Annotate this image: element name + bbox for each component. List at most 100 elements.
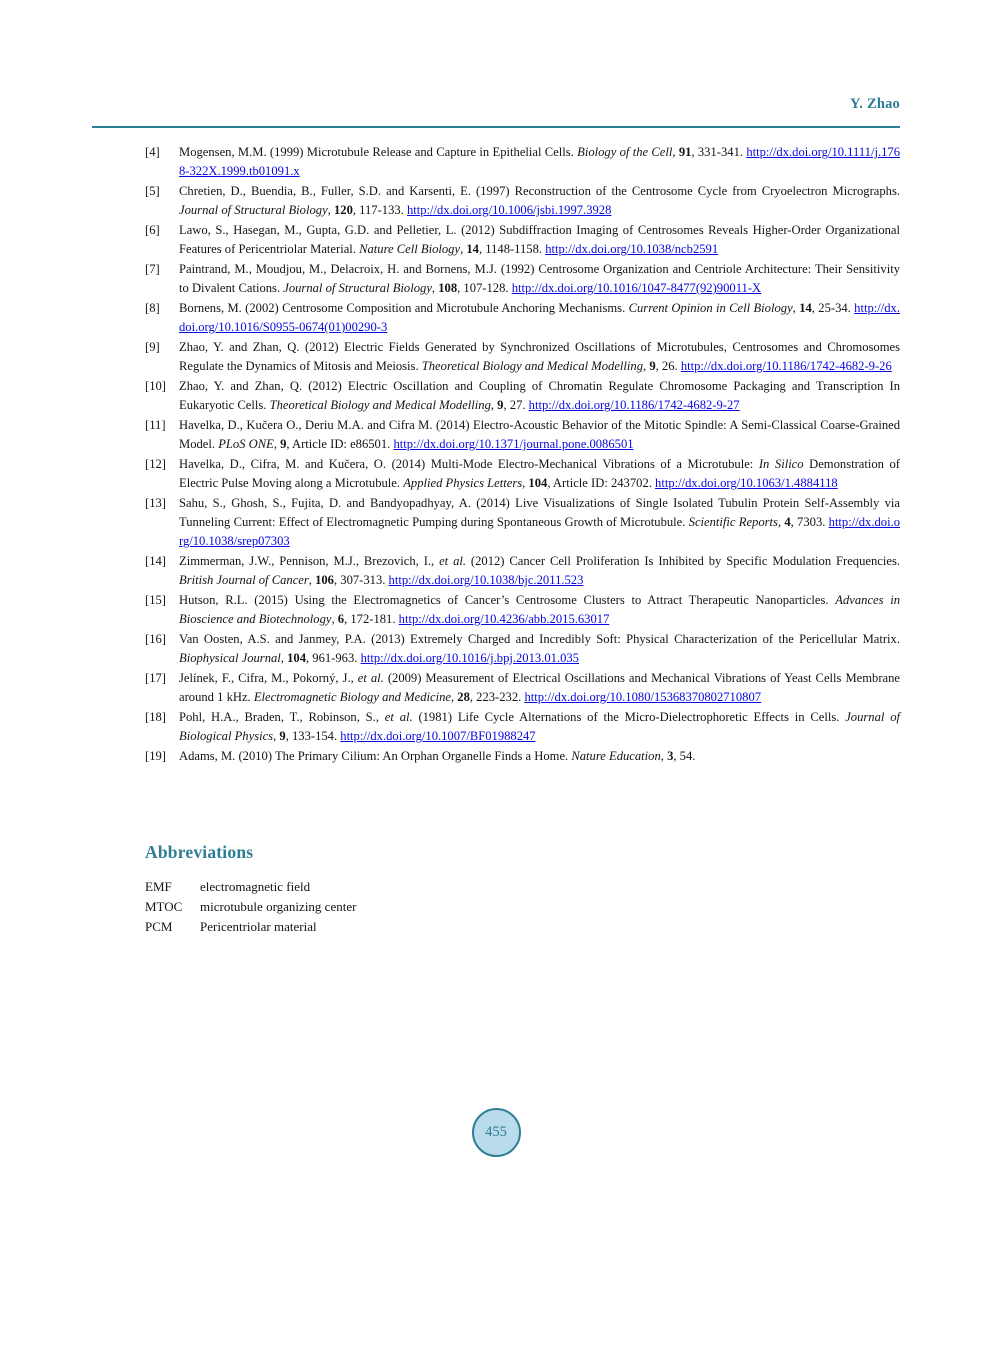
reference-item: [18]Pohl, H.A., Braden, T., Robinson, S.… [145, 708, 900, 746]
citation-text: , [792, 301, 800, 315]
volume-number: 106 [315, 573, 334, 587]
reference-item: [15] Hutson, R.L. (2015) Using the Electr… [145, 591, 900, 629]
citation-text: , [280, 651, 288, 665]
citation-text: , [327, 203, 334, 217]
reference-text: Havelka, D., Cifra, M. and Kučera, O. (2… [179, 455, 900, 493]
volume-number: 6 [337, 612, 345, 626]
citation-text: , 27. [503, 398, 529, 412]
volume-number: 4 [784, 515, 791, 529]
doi-link[interactable]: http://dx.doi.org/10.1016/j.bpj.2013.01.… [360, 651, 579, 665]
journal-name: Nature Cell Biology [359, 242, 461, 256]
doi-link[interactable]: http://dx.doi.org/10.4236/abb.2015.63017 [398, 612, 610, 626]
citation-text: , [273, 729, 280, 743]
doi-link[interactable]: http://dx.doi.org/10.1371/journal.pone.0… [393, 437, 634, 451]
citation-text: , [777, 515, 785, 529]
abbreviation-definition: microtubule organizing center [200, 899, 357, 914]
journal-name: Nature Education [571, 749, 661, 763]
reference-number: [14] [145, 554, 166, 568]
reference-item: [17] Jelínek, F., Cifra, M., Pokorný, J.,… [145, 669, 900, 707]
journal-name: Journal of Biological Physics [179, 710, 900, 743]
volume-number: 9 [280, 437, 287, 451]
reference-number: [8] [145, 301, 160, 315]
doi-link[interactable]: http://dx.doi.org/10.1186/1742-4682-9-27 [528, 398, 740, 412]
doi-link[interactable]: http://dx.doi.org/10.1007/BF01988247 [340, 729, 536, 743]
doi-link[interactable]: http://dx.doi.org/10.1038/ncb2591 [545, 242, 719, 256]
citation-text: Havelka, D., Cifra, M. and Kučera, O. (2… [179, 457, 759, 471]
reference-number: [4] [145, 145, 160, 159]
reference-number: [16] [145, 632, 166, 646]
citation-text: , 107-128. [457, 281, 512, 295]
reference-item: [13]Sahu, S., Ghosh, S., Fujita, D. and … [145, 494, 900, 551]
citation-text: , [308, 573, 316, 587]
volume-number: 14 [799, 301, 812, 315]
abbreviation-term: MTOC [145, 899, 183, 914]
reference-number: [7] [145, 262, 160, 276]
citation-text: Havelka, D., Kučera O., Deriu M.A. and C… [179, 418, 900, 451]
citation-text: , [431, 281, 439, 295]
abbreviations-heading: Abbreviations [145, 842, 254, 862]
citation-text: , [522, 476, 529, 490]
volume-number: 28 [457, 690, 470, 704]
citation-text: Van Oosten, A.S. and Janmey, P.A. (2013)… [179, 632, 900, 646]
journal-name: PLoS ONE [218, 437, 274, 451]
reference-item: [9]Zhao, Y. and Zhan, Q. (2012) Electric… [145, 338, 900, 376]
reference-item: [16] Van Oosten, A.S. and Janmey, P.A. (2… [145, 630, 900, 668]
reference-item: [7]Paintrand, M., Moudjou, M., Delacroix… [145, 260, 900, 298]
citation-text: Lawo, S., Hasegan, M., Gupta, G.D. and P… [179, 223, 900, 256]
doi-link[interactable]: http://dx.doi.org/10.1016/S0955-0674(01)… [179, 301, 901, 334]
volume-number: 108 [438, 281, 458, 295]
volume-number: 91 [678, 145, 692, 159]
citation-text: Bornens, M. (2002) Centrosome Compositio… [179, 301, 629, 315]
citation-text: Mogensen, M.M. (1999) Microtubule Releas… [179, 145, 578, 159]
journal-name: et al. [384, 710, 413, 724]
journal-name: et al. [439, 554, 467, 568]
reference-text: Van Oosten, A.S. and Janmey, P.A. (2013)… [179, 630, 900, 668]
abbreviation-row: EMF electromagnetic field [145, 877, 900, 897]
citation-text: Hutson, R.L. (2015) Using the Electromag… [179, 593, 836, 607]
citation-text: , [273, 437, 281, 451]
citation-text: , 7303. [790, 515, 829, 529]
reference-number: [10] [145, 379, 166, 393]
reference-number: [19] [145, 749, 166, 763]
citation-text: , 172-181. [344, 612, 399, 626]
citation-text: Zhao, Y. and Zhan, Q. (2012) Electric Fi… [179, 340, 900, 373]
reference-number: [11] [145, 418, 166, 432]
doi-link[interactable]: http://dx.doi.org/10.1063/1.4884118 [655, 476, 838, 490]
citation-text: , 117-133. [352, 203, 407, 217]
doi-link[interactable]: http://dx.doi.org/10.1038/bjc.2011.523 [388, 573, 584, 587]
doi-link[interactable]: http://dx.doi.org/10.1111/j.1768-322X.19… [179, 145, 901, 178]
journal-name: Theoretical Biology and Medical Modellin… [421, 359, 644, 373]
reference-number: [12] [145, 457, 166, 471]
journal-name: Biology of the Cell [577, 145, 673, 159]
reference-number: [17] [145, 671, 166, 685]
journal-name: British Journal of Cancer [179, 573, 309, 587]
doi-link[interactable]: http://dx.doi.org/10.1186/1742-4682-9-26 [680, 359, 892, 373]
volume-number: 104 [528, 476, 548, 490]
journal-name: Current Opinion in Cell Biology [628, 301, 793, 315]
doi-link[interactable]: http://dx.doi.org/10.1080/15368370802710… [524, 690, 762, 704]
reference-text: Hutson, R.L. (2015) Using the Electromag… [179, 591, 900, 629]
citation-text: , Article ID: e86501. [286, 437, 394, 451]
volume-number: 9 [649, 359, 656, 373]
header-rule [92, 126, 900, 128]
reference-item: [8] Bornens, M. (2002) Centrosome Composi… [145, 299, 900, 337]
doi-link[interactable]: http://dx.doi.org/10.1006/jsbi.1997.3928 [406, 203, 612, 217]
citation-text: , 26. [655, 359, 681, 373]
doi-link[interactable]: http://dx.doi.org/10.1038/srep07303 [179, 515, 901, 548]
abbreviation-definition: electromagnetic field [200, 879, 311, 894]
volume-number: 3 [667, 749, 674, 763]
doi-link[interactable]: http://dx.doi.org/10.1016/1047-8477(92)9… [511, 281, 762, 295]
citation-text: Demonstration of Electric Pulse Moving a… [179, 457, 901, 490]
reference-item: [19]Adams, M. (2010) The Primary Cilium:… [145, 747, 900, 766]
reference-text: Jelínek, F., Cifra, M., Pokorný, J., et … [179, 669, 900, 707]
journal-name: Electromagnetic Biology and Medicine [253, 690, 451, 704]
reference-text: Havelka, D., Kučera O., Deriu M.A. and C… [179, 416, 900, 454]
reference-number: [15] [145, 593, 166, 607]
journal-name: In Silico [758, 457, 804, 471]
reference-text: Bornens, M. (2002) Centrosome Compositio… [179, 299, 900, 337]
journal-name: Theoretical Biology and Medical Modellin… [269, 398, 491, 412]
reference-text: Zimmerman, J.W., Pennison, M.J., Brezovi… [179, 552, 900, 590]
journal-name: et al. [357, 671, 384, 685]
page: Y. Zhao [4]Mogensen, M.M. (1999) Microtu… [92, 0, 900, 1157]
journal-name: Journal of Structural Biology [179, 203, 328, 217]
